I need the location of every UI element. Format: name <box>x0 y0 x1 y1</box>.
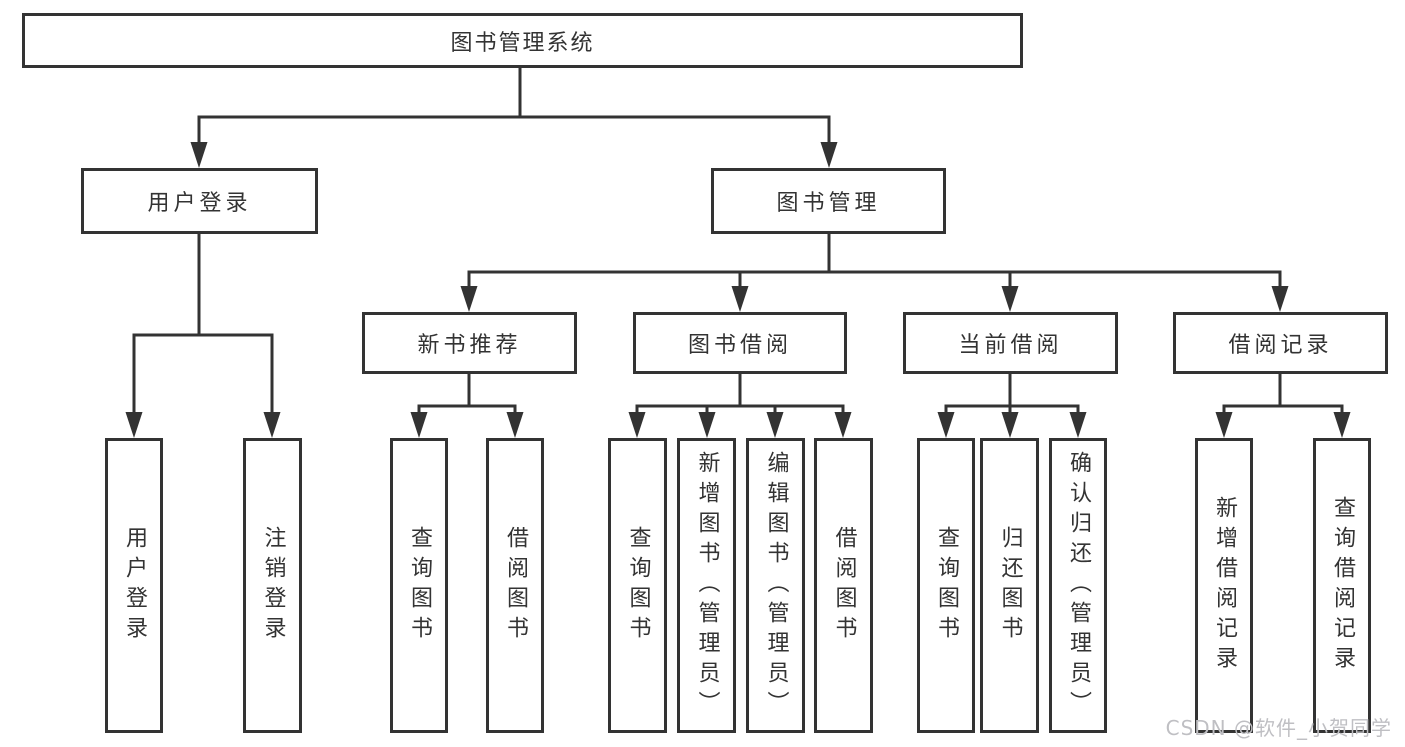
leaf-logout: 注销登录 <box>243 438 302 733</box>
leaf-current-query-label: 查询图书 <box>934 525 959 646</box>
leaf-logout-label: 注销登录 <box>260 525 286 646</box>
node-borrow-records-label: 借阅记录 <box>1228 333 1333 358</box>
leaf-records-add: 新增借阅记录 <box>1195 438 1253 733</box>
leaf-current-confirm-label: 确认归还（管理员） <box>1066 450 1091 721</box>
leaf-records-query-label: 查询借阅记录 <box>1330 495 1355 676</box>
node-root-label: 图书管理系统 <box>450 30 595 56</box>
leaf-borrow-add: 新增图书（管理员） <box>677 438 736 733</box>
node-user-login-label: 用户登录 <box>147 191 252 216</box>
node-new-books: 新书推荐 <box>362 312 577 374</box>
node-new-books-label: 新书推荐 <box>417 333 522 358</box>
leaf-borrow-edit: 编辑图书（管理员） <box>746 438 805 733</box>
leaf-records-add-label: 新增借阅记录 <box>1212 495 1237 676</box>
leaf-borrow-query: 查询图书 <box>608 438 667 733</box>
node-book-mgmt-label: 图书管理 <box>776 191 881 216</box>
leaf-newbooks-borrow-label: 借阅图书 <box>503 525 528 646</box>
connector-paths <box>132 68 1344 416</box>
leaf-current-return-label: 归还图书 <box>997 525 1023 646</box>
node-current-borrow: 当前借阅 <box>903 312 1118 374</box>
node-borrow-records: 借阅记录 <box>1173 312 1388 374</box>
leaf-borrow-borrow-label: 借阅图书 <box>831 525 857 646</box>
node-book-mgmt: 图书管理 <box>711 168 946 234</box>
leaf-user-login-label: 用户登录 <box>122 525 147 646</box>
leaf-borrow-edit-label: 编辑图书（管理员） <box>763 450 789 721</box>
leaf-newbooks-query-label: 查询图书 <box>407 525 432 646</box>
leaf-newbooks-query: 查询图书 <box>390 438 448 733</box>
leaf-records-query: 查询借阅记录 <box>1313 438 1371 733</box>
arrowhead-icons <box>125 142 1351 438</box>
leaf-current-return: 归还图书 <box>980 438 1039 733</box>
node-book-borrow: 图书借阅 <box>633 312 847 374</box>
node-root: 图书管理系统 <box>22 13 1023 68</box>
leaf-current-query: 查询图书 <box>917 438 975 733</box>
leaf-borrow-borrow: 借阅图书 <box>814 438 873 733</box>
node-current-borrow-label: 当前借阅 <box>958 333 1063 358</box>
leaf-newbooks-borrow: 借阅图书 <box>486 438 544 733</box>
node-user-login: 用户登录 <box>81 168 318 234</box>
node-book-borrow-label: 图书借阅 <box>687 333 792 358</box>
csdn-watermark: CSDN @软件_小贺同学 <box>1165 716 1392 740</box>
leaf-borrow-add-label: 新增图书（管理员） <box>694 450 720 721</box>
leaf-current-confirm: 确认归还（管理员） <box>1049 438 1107 733</box>
leaf-borrow-query-label: 查询图书 <box>625 525 651 646</box>
leaf-user-login: 用户登录 <box>105 438 163 733</box>
